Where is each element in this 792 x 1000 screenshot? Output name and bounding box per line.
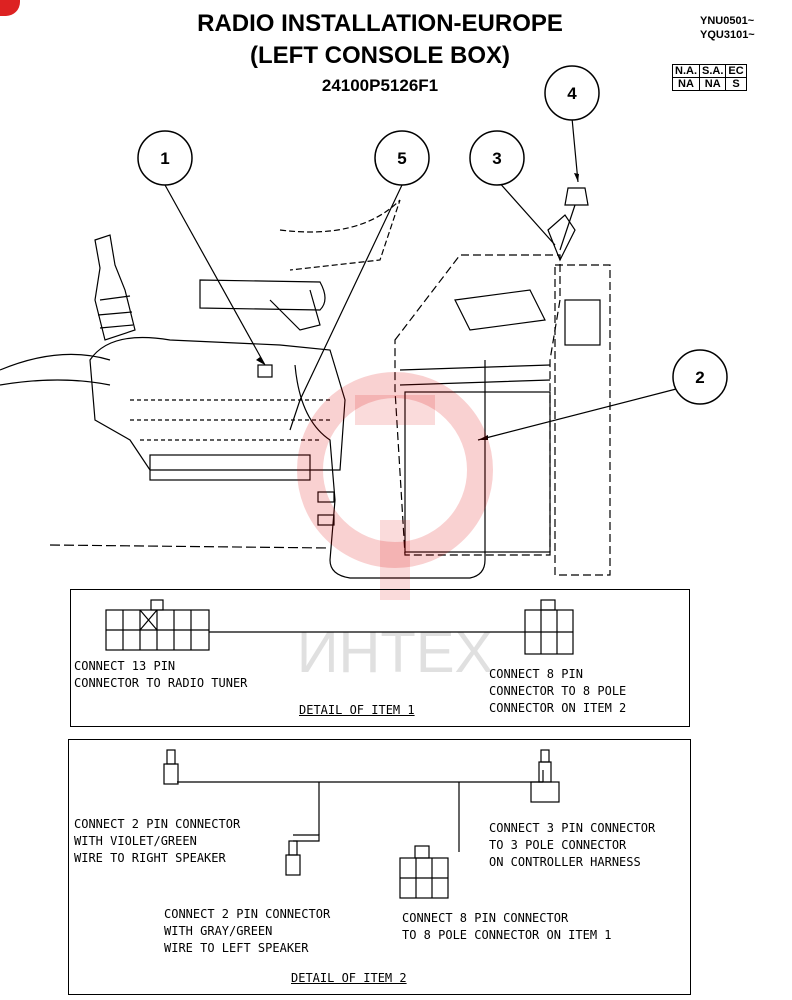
detail-item-2-box: CONNECT 2 PIN CONNECTOR WITH VIOLET/GREE…: [68, 739, 691, 995]
callout-circle-5: [374, 130, 430, 186]
title-line-1: RADIO INSTALLATION-EUROPE: [197, 10, 563, 37]
part-number: 24100P5126F1: [321, 76, 439, 95]
title-line-2: (LEFT CONSOLE BOX): [250, 42, 510, 69]
detail-2-label-8-pin: CONNECT 8 PIN CONNECTOR TO 8 POLE CONNEC…: [402, 911, 612, 942]
detail-2-caption: DETAIL OF ITEM 2: [291, 971, 407, 985]
callout-circle-3: [469, 130, 525, 186]
right-console: [394, 254, 561, 556]
joystick: [94, 234, 136, 341]
antenna-head: [564, 187, 589, 206]
seat-armrest: [199, 279, 326, 311]
detail-1-caption: DETAIL OF ITEM 1: [299, 703, 415, 717]
detail-1-drawing: [105, 599, 574, 655]
detail-1-left-label: CONNECT 13 PIN CONNECTOR TO RADIO TUNER: [74, 659, 248, 690]
watermark-logo: ИНТЕХ: [297, 372, 493, 685]
region-table: N.A. S.A. EC NA NA S: [672, 64, 747, 91]
detail-2-label-right-speaker: CONNECT 2 PIN CONNECTOR WITH VIOLET/GREE…: [74, 817, 241, 865]
detail-2-label-controller: CONNECT 3 PIN CONNECTOR TO 3 POLE CONNEC…: [489, 821, 656, 869]
corner-badge: [0, 0, 20, 16]
installation-drawing: 1 5 3 4 2: [0, 65, 728, 579]
callout-label-2: 2: [695, 368, 704, 387]
detail-2-drawing: [163, 749, 560, 899]
floor-line: [49, 544, 331, 549]
left-speaker-connector: [285, 854, 301, 876]
seat-back-outline: [279, 199, 401, 271]
right-speaker-connector: [163, 763, 179, 785]
callout-circle-4: [544, 65, 600, 121]
callout-label-1: 1: [160, 149, 169, 168]
detail-item-1-box: CONNECT 13 PIN CONNECTOR TO RADIO TUNER …: [70, 589, 690, 727]
watermark-text: ИНТЕХ: [297, 620, 493, 685]
callout-circle-1: [137, 130, 193, 186]
3-pin-connector: [530, 781, 560, 803]
region-value-ec: S: [725, 77, 747, 91]
region-value-sa: NA: [698, 77, 727, 91]
radio-tuner: [547, 214, 576, 262]
region-value-na: NA: [672, 77, 700, 91]
armrest-bracket: [269, 289, 321, 331]
left-console-box: [89, 336, 346, 471]
detail-1-right-label: CONNECT 8 PIN CONNECTOR TO 8 POLE CONNEC…: [489, 667, 627, 715]
callout-label-4: 4: [567, 84, 577, 103]
callout-circle-2: [672, 349, 728, 405]
callout-label-3: 3: [492, 149, 501, 168]
harness-wire: [294, 360, 486, 579]
serial-range-1: YNU0501~: [700, 15, 755, 27]
detail-2-label-left-speaker: CONNECT 2 PIN CONNECTOR WITH GRAY/GREEN …: [164, 907, 331, 955]
callout-label-5: 5: [397, 149, 406, 168]
serial-range-2: YQU3101~: [700, 29, 755, 41]
